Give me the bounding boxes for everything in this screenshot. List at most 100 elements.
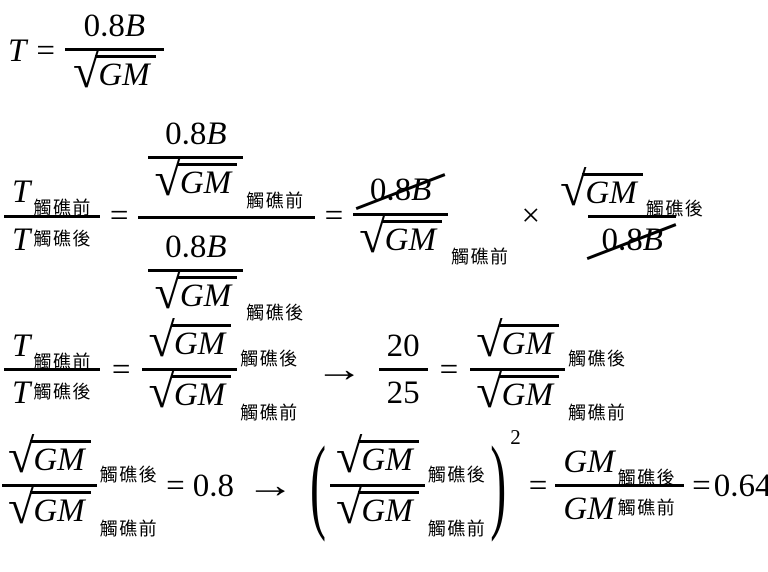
- denominator-sqrtGM: √GM: [64, 48, 164, 96]
- subscript-after-grounding: 觸礁後: [427, 464, 487, 485]
- subscript-after-grounding: 觸礁後: [645, 198, 705, 219]
- square-root-GM: √GM: [476, 314, 559, 367]
- left-parenthesis: (: [310, 426, 327, 543]
- denominator-25: 25: [378, 368, 428, 412]
- subscript-after-grounding: 觸礁後: [617, 467, 677, 488]
- equals-sign: =: [528, 467, 548, 504]
- variable-GM: GM: [170, 375, 232, 413]
- variable-B: B: [124, 8, 146, 44]
- subscript-before-grounding: 觸礁前: [246, 190, 305, 211]
- fraction-sqrtGM-after-over-before: √GM 觸礁後 √GM 觸礁前: [2, 433, 159, 539]
- squared-group: ( √GM 觸礁後 √GM 觸礁前 ) 2: [306, 425, 521, 539]
- subscript-after-grounding: 觸礁後: [33, 382, 92, 403]
- arrow-implies: →: [245, 465, 295, 505]
- number-0.8: 0.8: [369, 172, 412, 209]
- square-root-GM: √GM: [73, 48, 156, 96]
- variable-GM: GM: [498, 324, 559, 362]
- square-root-GM: √GM: [148, 317, 232, 365]
- arrow-implies: →: [314, 349, 363, 389]
- square-root-GM: √GM: [336, 481, 419, 535]
- variable-T: T: [12, 221, 31, 258]
- subscript-before-grounding: 觸礁前: [617, 498, 677, 519]
- subscript-before-grounding: 觸礁前: [33, 351, 92, 372]
- radical-sign: √: [154, 153, 181, 207]
- number-25: 25: [386, 375, 420, 412]
- variable-GM: GM: [170, 324, 232, 362]
- radical-sign: √: [336, 430, 363, 483]
- number-0.8: 0.8: [192, 467, 235, 504]
- variable-GM: GM: [381, 219, 442, 258]
- fraction-20-25: 20 25: [378, 328, 428, 412]
- variable-GM: GM: [30, 440, 91, 478]
- square-root-GM: √GM: [336, 430, 419, 483]
- subscript-before-grounding: 觸礁前: [240, 402, 299, 423]
- radical-sign: √: [476, 314, 503, 367]
- variable-GM: GM: [95, 55, 156, 93]
- variable-GM: GM: [176, 275, 238, 314]
- subscript-before-grounding: 觸礁前: [427, 518, 487, 539]
- number-0.64: 0.64: [713, 467, 768, 504]
- subscript-after-grounding: 觸礁後: [246, 303, 305, 324]
- numerator-20: 20: [379, 328, 428, 368]
- subscript-after-grounding: 觸礁後: [567, 348, 627, 369]
- radical-sign: √: [560, 163, 587, 217]
- radical-sign: √: [359, 209, 386, 263]
- variable-GM: GM: [358, 491, 419, 529]
- equals-sign: =: [111, 351, 131, 388]
- radical-sign: √: [8, 481, 35, 535]
- subscript-after-grounding: 觸礁後: [33, 228, 92, 249]
- equals-sign: =: [324, 197, 344, 234]
- multiplication-sign: ×: [521, 197, 541, 234]
- fraction-sqrtGM-after-over-before: √GM 觸礁後 √GM 觸礁前: [330, 430, 487, 539]
- subscript-after-grounding: 觸礁後: [240, 348, 299, 369]
- equals-sign: =: [166, 467, 185, 504]
- subscript-before-grounding: 觸礁前: [99, 518, 159, 539]
- subscript-before-grounding: 觸礁前: [33, 197, 92, 218]
- square-root-GM: √GM: [560, 163, 643, 217]
- subscript-before-grounding: 觸礁前: [450, 247, 510, 268]
- fraction-sqrtGM-after-over-before: √GM 觸礁後 √GM 觸礁前: [470, 314, 627, 423]
- variable-T: T: [12, 375, 31, 412]
- variable-GM: GM: [498, 375, 559, 413]
- square-root-GM: √GM: [359, 209, 442, 263]
- radical-sign: √: [336, 481, 363, 535]
- subscript-after-grounding: 觸礁後: [99, 464, 159, 485]
- number-20: 20: [386, 328, 420, 364]
- square-root-GM: √GM: [8, 481, 91, 535]
- radical-sign: √: [154, 265, 181, 319]
- equals-sign: =: [109, 197, 129, 234]
- square-root-GM: √GM: [476, 368, 559, 416]
- number-0.8: 0.8: [165, 116, 207, 152]
- variable-T: T: [12, 174, 31, 211]
- number-0.8: 0.8: [83, 8, 125, 44]
- variable-T: T: [12, 328, 31, 364]
- square-root-GM: √GM: [154, 265, 238, 319]
- variable-GM: GM: [358, 440, 419, 478]
- variable-B: B: [206, 228, 227, 265]
- variable-B: B: [411, 172, 432, 209]
- variable-B: B: [642, 222, 663, 259]
- square-root-GM: √GM: [154, 153, 238, 207]
- variable-GM: GM: [176, 163, 238, 201]
- variable-GM: GM: [563, 491, 615, 528]
- equals-sign: =: [439, 351, 459, 388]
